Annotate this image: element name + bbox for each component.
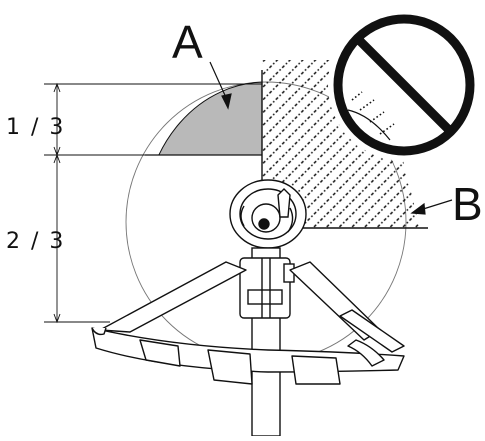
trimmer-head	[229, 179, 307, 249]
label-b: B	[452, 178, 483, 230]
shaft	[239, 247, 295, 437]
label-b-leader	[410, 199, 453, 215]
upper-fraction-label: 1 / 3	[6, 115, 65, 140]
lower-fraction-label: 2 / 3	[6, 229, 65, 254]
guard	[91, 261, 405, 385]
shaded-zone-a	[158, 81, 262, 155]
hatched-zone-b	[262, 60, 420, 228]
dimension-guides	[44, 82, 262, 324]
label-a: A	[172, 16, 203, 68]
label-a-leader	[209, 61, 232, 110]
prohibition-icon	[328, 9, 480, 161]
